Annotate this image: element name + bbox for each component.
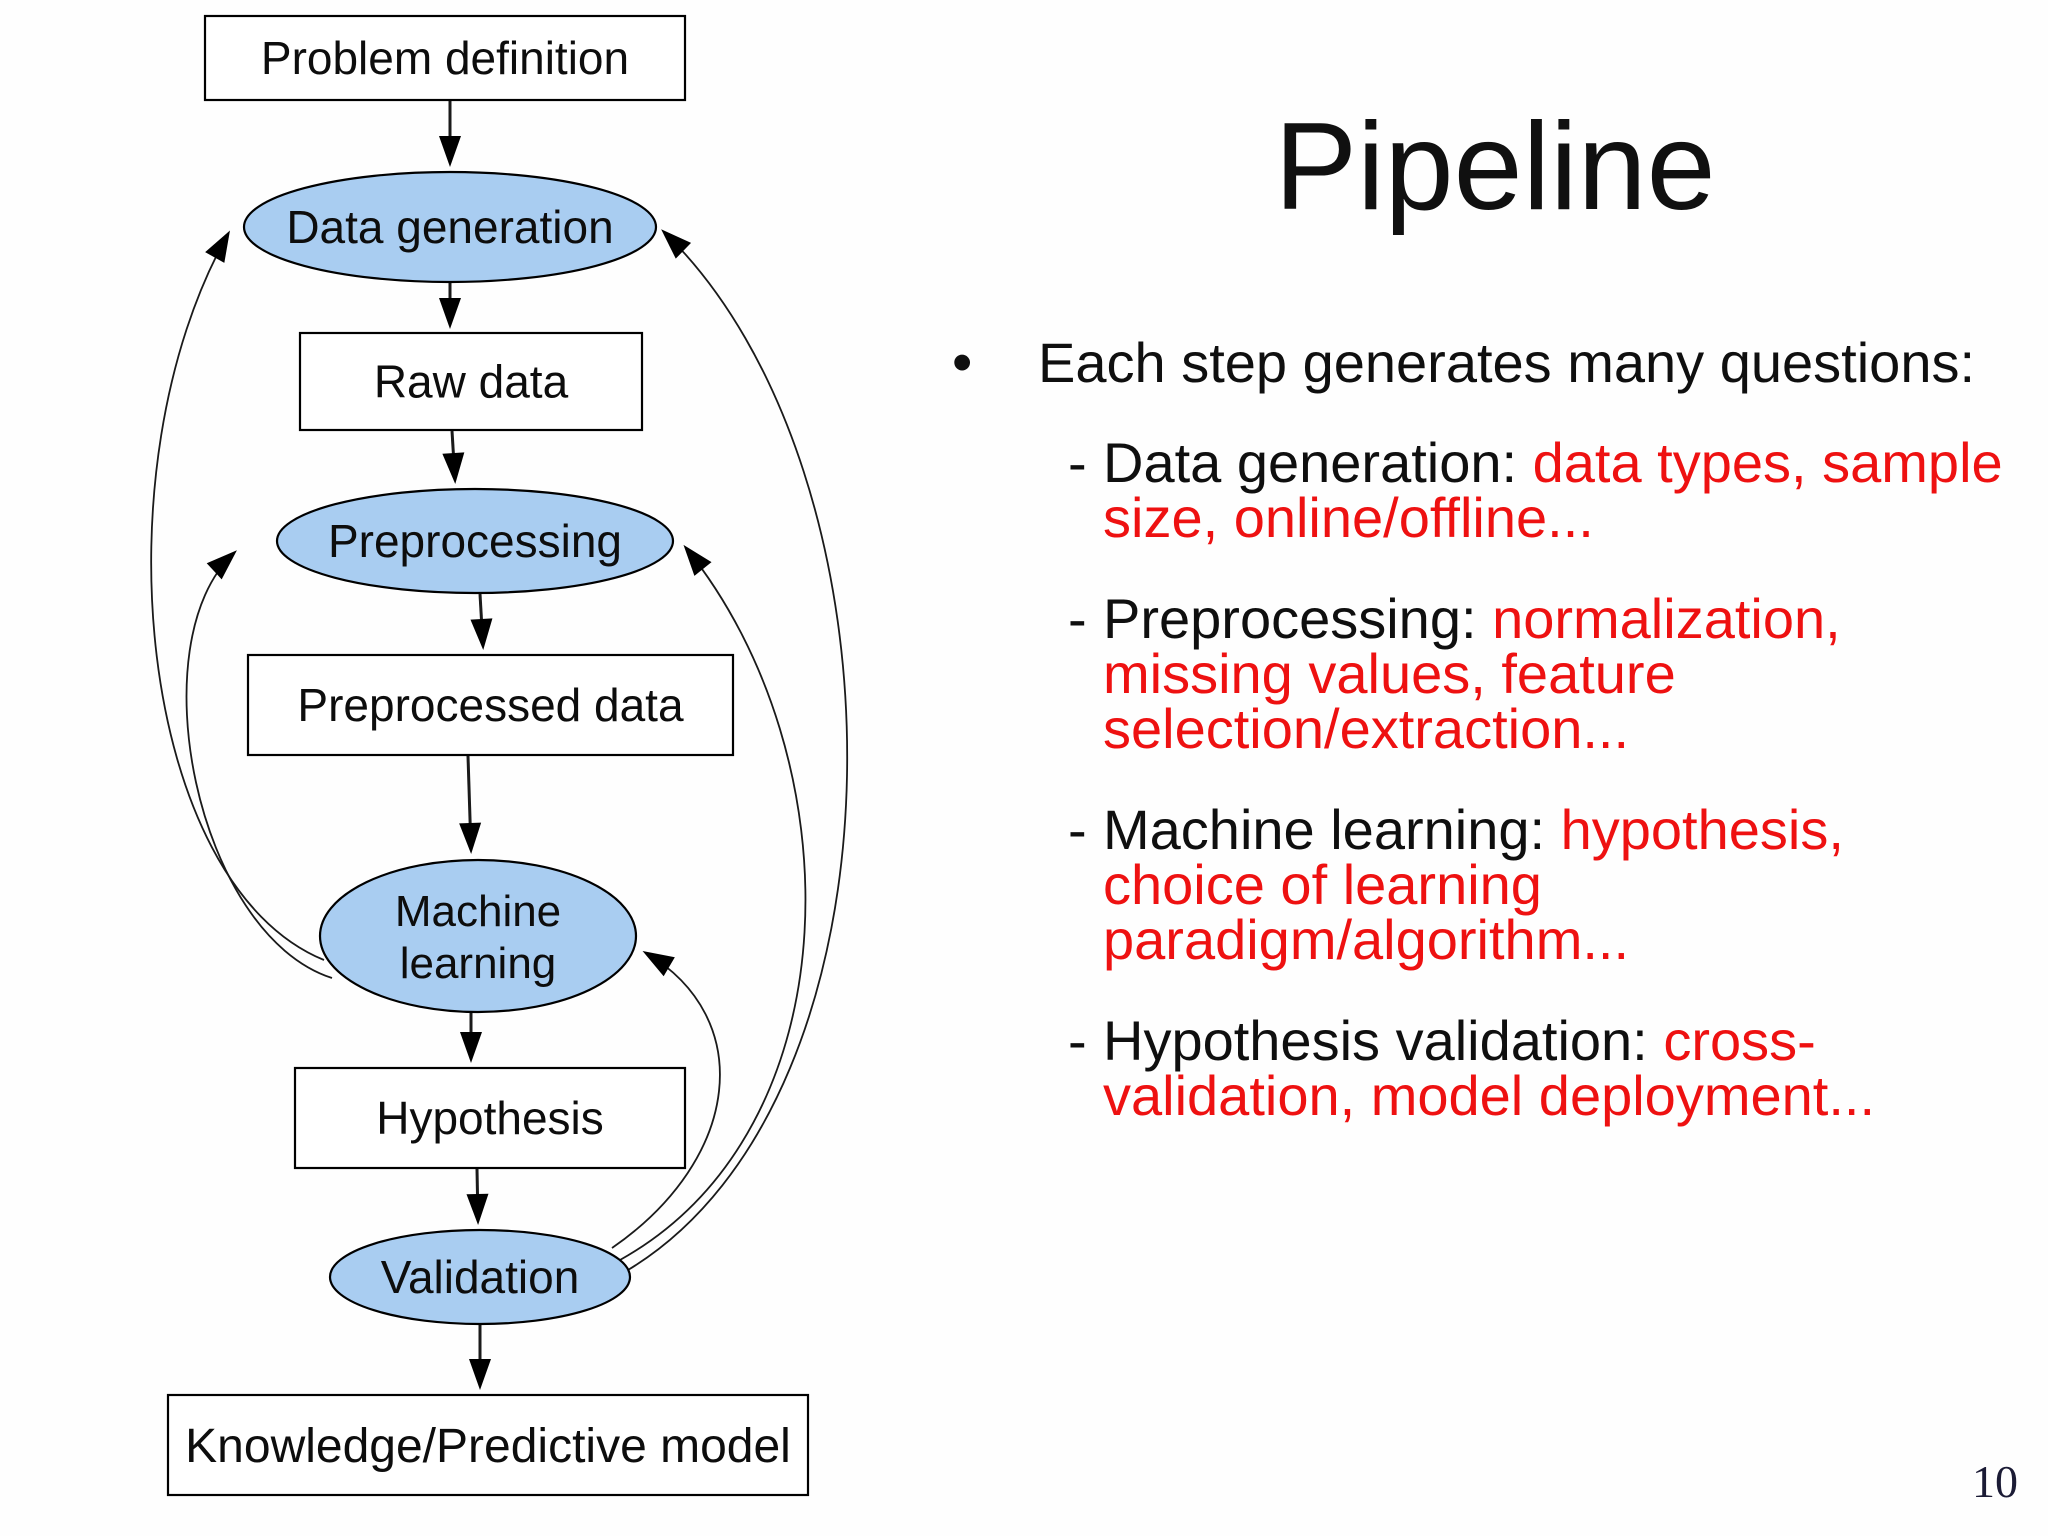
prepdata-label: Preprocessed data <box>297 679 684 731</box>
question-step-text: Machine learning: <box>1103 798 1561 861</box>
question-detail-text: data types, sample <box>1532 431 2003 494</box>
question-detail-text: selection/extraction... <box>1103 697 1630 760</box>
edge-ml-to-preproc-feedback-arrow <box>185 550 333 979</box>
question-item-line: size, online/offline... <box>1103 490 2048 546</box>
question-detail-text: paradigm/algorithm... <box>1103 908 1630 971</box>
question-detail-text: cross- <box>1663 1009 1816 1072</box>
edge-valid-to-datagen-feedback-arrow <box>627 229 849 1271</box>
node-valid: Validation <box>328 1228 632 1326</box>
question-item-line: missing values, feature <box>1103 646 2048 702</box>
bullet-dot-icon: • <box>952 330 973 395</box>
hypo-rect-shape <box>293 1066 687 1170</box>
valid-label: Validation <box>381 1251 580 1303</box>
prepdata-rect-shape <box>246 653 735 757</box>
rawdata-label: Raw data <box>374 356 569 408</box>
page-title: Pipeline <box>1274 98 1716 236</box>
edge-valid-to-preproc-feedback-arrow <box>619 544 807 1261</box>
dash-bullet-icon: - <box>1068 1009 1087 1072</box>
question-step-text: Preprocessing: <box>1103 587 1493 650</box>
valid-ellipse-shape <box>328 1228 632 1326</box>
edge-rawdata-to-preproc-arrow <box>442 430 465 484</box>
node-datagen: Data generation <box>242 170 658 284</box>
question-item-line: Hypothesis validation: cross- <box>1103 1013 2048 1069</box>
node-problem: Problem definition <box>203 14 687 102</box>
question-step-text: Data generation: <box>1103 431 1533 494</box>
question-step-text: Hypothesis validation: <box>1103 1009 1664 1072</box>
edge-ml-to-datagen-feedback-arrow <box>150 230 325 961</box>
question-item-line: validation, model deployment... <box>1103 1068 2048 1124</box>
question-detail-text: hypothesis, <box>1560 798 1844 861</box>
hypo-label: Hypothesis <box>376 1092 604 1144</box>
edge-valid-to-ml-feedback-arrow <box>611 950 721 1249</box>
question-item-2: -Preprocessing: normalization,missing va… <box>1068 591 2048 757</box>
rawdata-rect-shape <box>298 331 644 432</box>
question-detail-text: validation, model deployment... <box>1103 1064 1875 1127</box>
main-bullet: • Each step generates many questions: <box>952 330 1976 395</box>
question-detail-text: size, online/offline... <box>1103 486 1594 549</box>
dash-bullet-icon: - <box>1068 431 1087 494</box>
question-detail-text: choice of learning <box>1103 853 1542 916</box>
datagen-label: Data generation <box>286 201 613 253</box>
node-knowledge: Knowledge/Predictive model <box>166 1393 810 1497</box>
question-detail-text: missing values, feature <box>1103 642 1676 705</box>
preproc-ellipse-shape <box>275 487 675 595</box>
question-item-line: paradigm/algorithm... <box>1103 912 2048 968</box>
datagen-ellipse-shape <box>242 170 658 284</box>
edge-preproc-to-prepdata-arrow <box>470 593 493 650</box>
problem-rect-shape <box>203 14 687 102</box>
question-item-line: Preprocessing: normalization, <box>1103 591 2048 647</box>
preproc-label: Preprocessing <box>328 515 622 567</box>
edge-hypo-to-valid-arrow <box>466 1168 489 1225</box>
edge-prepdata-to-ml-arrow <box>459 755 482 854</box>
knowledge-label: Knowledge/Predictive model <box>185 1420 791 1473</box>
knowledge-rect-shape <box>166 1393 810 1497</box>
dash-bullet-icon: - <box>1068 587 1087 650</box>
problem-label: Problem definition <box>261 32 629 84</box>
node-preproc: Preprocessing <box>275 487 675 595</box>
question-item-line: selection/extraction... <box>1103 701 2048 757</box>
node-prepdata: Preprocessed data <box>246 653 735 757</box>
question-item-4: -Hypothesis validation: cross-validation… <box>1068 1013 2048 1124</box>
question-item-line: Machine learning: hypothesis, <box>1103 802 2048 858</box>
dash-bullet-icon: - <box>1068 798 1087 861</box>
question-item-line: choice of learning <box>1103 857 2048 913</box>
question-item-line: Data generation: data types, sample <box>1103 435 2048 491</box>
question-detail-text: normalization, <box>1492 587 1841 650</box>
page-number: 10 <box>1972 1456 2018 1507</box>
flowchart-edges <box>150 100 849 1390</box>
question-item-3: -Machine learning: hypothesis,choice of … <box>1068 802 2048 968</box>
node-rawdata: Raw data <box>298 331 644 432</box>
main-bullet-text: Each step generates many questions: <box>1038 331 1976 394</box>
ml-ellipse-shape <box>318 858 638 1014</box>
node-hypo: Hypothesis <box>293 1066 687 1170</box>
